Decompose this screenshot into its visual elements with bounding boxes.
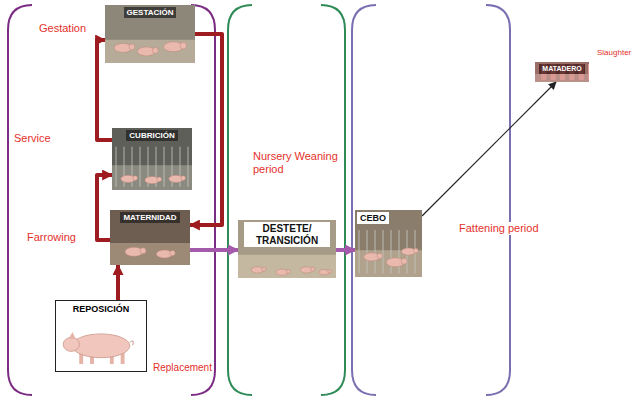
region-bracket <box>486 5 510 395</box>
photo-box: GESTACIÓN <box>105 5 195 63</box>
stage-label: Service <box>13 132 52 145</box>
photo-box: MATADERO <box>535 62 589 82</box>
stage-label: Farrowing <box>26 231 77 244</box>
box-label: CUBRICIÓN <box>126 130 177 141</box>
flow-arrow <box>422 82 556 216</box>
region-bracket <box>8 5 32 395</box>
photo-box: CUBRICIÓN <box>112 128 192 190</box>
box-label: MATERNIDAD <box>120 212 179 223</box>
region-bracket <box>228 5 252 395</box>
stage-label: Gestation <box>38 22 87 35</box>
region-bracket <box>191 5 215 395</box>
photo-box: DESTETE/ TRANSICIÓN <box>238 220 336 278</box>
stage-label: Slaughter <box>596 48 632 57</box>
box-label: REPOSICIÓN <box>70 303 133 315</box>
flow-arrow <box>190 248 238 252</box>
flow-arrow <box>336 248 355 252</box>
stage-label: Nursery Weaning period <box>252 150 339 175</box>
flow-arrow <box>116 265 120 300</box>
box-label: DESTETE/ TRANSICIÓN <box>244 222 330 247</box>
photo-box: CEBO <box>355 210 422 277</box>
box-label: GESTACIÓN <box>124 7 177 18</box>
box-label: MATADERO <box>539 64 584 74</box>
stage-label: Replacement <box>152 362 213 374</box>
photo-box: MATERNIDAD <box>110 210 190 265</box>
box-label: CEBO <box>357 212 389 224</box>
stage-label: Fattening period <box>458 222 540 235</box>
region-bracket <box>321 5 345 395</box>
region-bracket <box>352 5 376 395</box>
replacement-box: REPOSICIÓN <box>55 300 147 372</box>
